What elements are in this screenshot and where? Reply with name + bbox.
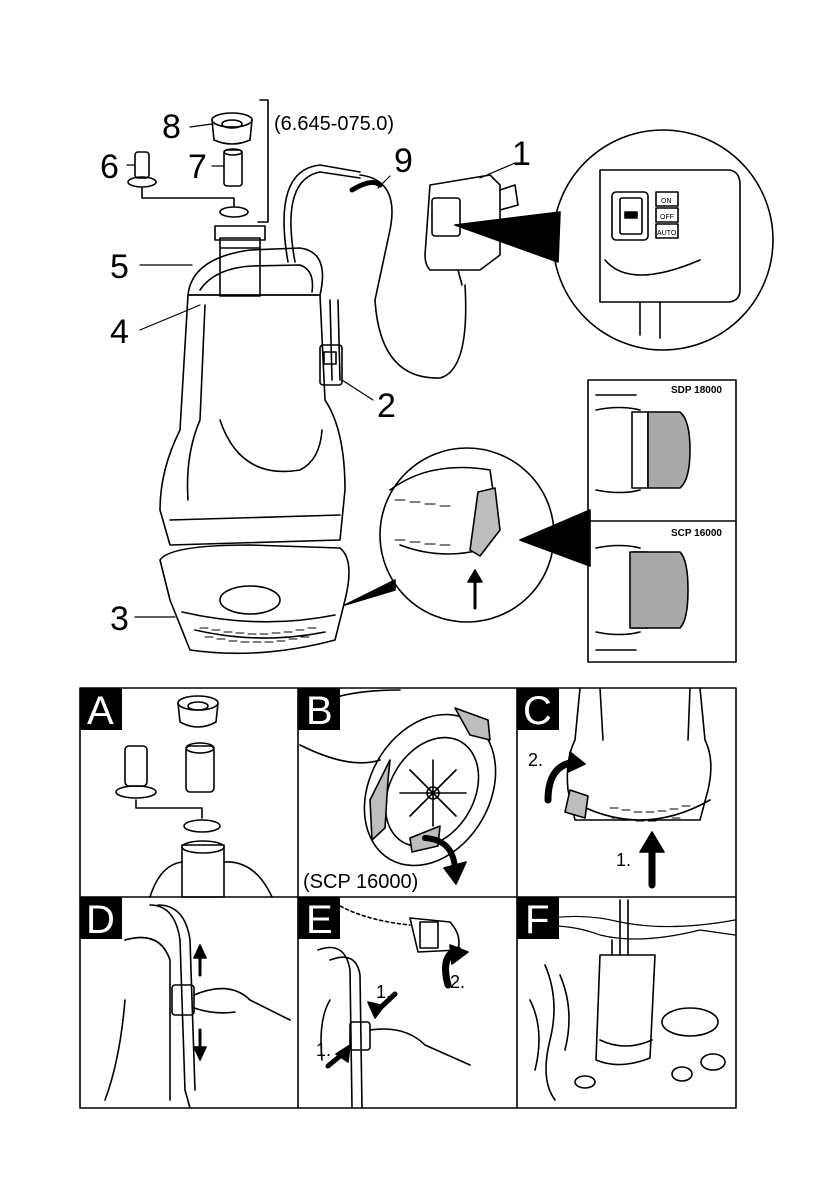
panel-a-letter: A xyxy=(87,689,114,733)
panel-f-drawing xyxy=(519,899,736,1101)
panel-c-letter: C xyxy=(523,689,552,733)
panel-c-step-2: 2. xyxy=(528,750,543,770)
part-number-label: (6.645-075.0) xyxy=(274,113,394,135)
panel-e-step-2: 2. xyxy=(450,972,465,992)
callout-5: 5 xyxy=(110,248,129,286)
panel-e-step-1-upper: 1. xyxy=(376,982,391,1002)
panel-e-letter-box xyxy=(298,897,340,939)
power-cable-drawing xyxy=(349,174,467,379)
panel-d-letter: D xyxy=(86,898,115,942)
callout-6: 6 xyxy=(100,148,119,186)
panel-e-drawing xyxy=(317,899,471,1109)
panel-f-letter: F xyxy=(525,898,549,942)
panel-b-letter-box xyxy=(298,688,340,730)
pump-body-drawing xyxy=(159,164,361,655)
panel-c-letter-box xyxy=(517,688,559,730)
panel-c-drawing xyxy=(544,687,712,889)
base-detail-circle xyxy=(379,447,555,623)
switch-off-label: OFF xyxy=(660,214,674,221)
model-scp-label: SCP 16000 xyxy=(671,528,722,539)
panel-d-drawing xyxy=(104,904,291,1109)
switch-auto-label: AUTO xyxy=(657,230,677,237)
switch-detail-circle xyxy=(552,129,774,351)
panel-b-letter: B xyxy=(306,689,333,733)
switch-on-label: ON xyxy=(661,198,672,205)
switch-zoom-wedge xyxy=(454,211,561,263)
panel-d-letter-box xyxy=(80,897,122,939)
panel-c-step-1: 1. xyxy=(616,850,631,870)
base-zoom-wedge xyxy=(344,579,396,606)
panel-f-letter-box xyxy=(517,897,559,939)
callout-1: 1 xyxy=(512,135,531,173)
callout-7: 7 xyxy=(188,148,207,186)
callout-2: 2 xyxy=(377,387,396,425)
model-detail-box xyxy=(519,379,737,663)
panel-e-step-1-lower: 1. xyxy=(316,1040,331,1060)
callout-leaders xyxy=(126,123,516,618)
panel-b-model-note: (SCP 16000) xyxy=(303,871,418,893)
panel-e-letter: E xyxy=(306,898,333,942)
panel-a-letter-box xyxy=(80,688,122,730)
model-sdp-label: SDP 18000 xyxy=(671,385,722,396)
panel-a-drawing xyxy=(115,695,273,898)
panel-b-drawing xyxy=(299,689,497,885)
callout-8: 8 xyxy=(162,108,181,146)
callout-4: 4 xyxy=(110,313,129,351)
callout-3: 3 xyxy=(110,600,129,638)
callout-9: 9 xyxy=(394,142,413,180)
exploded-adapters-drawing xyxy=(127,99,269,223)
